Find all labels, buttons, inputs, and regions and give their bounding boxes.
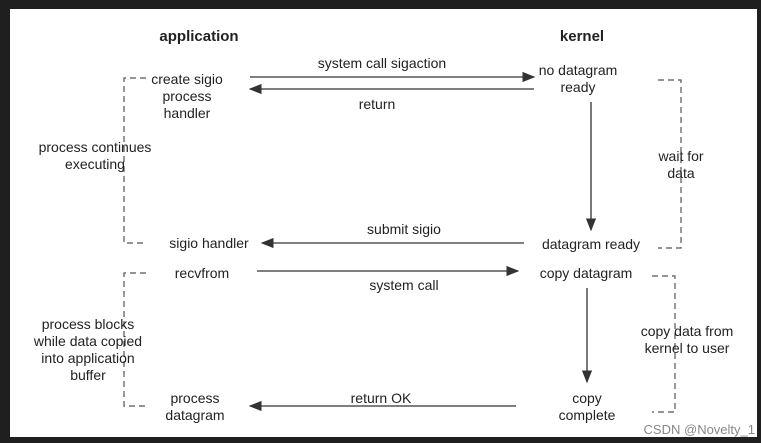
step-process-datagram: process datagram [165,390,225,423]
step-no-datagram: no datagram ready [538,62,618,95]
step-sigio-handler: sigio handler [169,235,249,251]
step-recvfrom: recvfrom [174,265,230,281]
header-application: application [159,28,239,45]
label-system-call: system call [369,277,439,293]
step-copy-datagram: copy datagram [539,265,633,281]
brace-wait [658,79,682,249]
label-process-continues: process continues executing [38,139,152,172]
brace-continues [123,77,146,244]
label-copy-data: copy data from kernel to user [640,323,734,356]
label-wait-for-data: wait for data [658,148,704,181]
label-return-ok: return OK [350,390,412,406]
watermark: CSDN @Novelty_1 [643,422,755,437]
header-kernel: kernel [559,28,605,45]
step-create-handler: create sigio process handler [151,71,223,121]
label-sigaction: system call sigaction [317,55,447,71]
label-return: return [358,96,396,112]
step-copy-complete: copy complete [558,390,616,423]
brace-blocks [123,272,146,407]
label-submit-sigio: submit sigio [367,221,441,237]
label-process-blocks: process blocks while data copied into ap… [33,316,143,383]
step-datagram-ready: datagram ready [541,236,641,252]
diagram-panel [10,9,757,437]
brace-copy [652,275,676,413]
